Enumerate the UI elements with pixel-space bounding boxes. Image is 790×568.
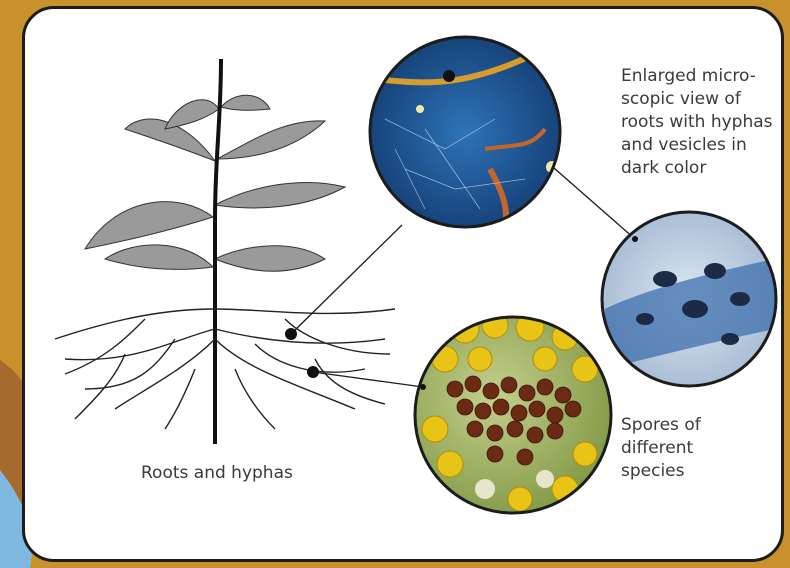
leaf xyxy=(221,95,270,110)
connector-line xyxy=(313,372,423,387)
root-network xyxy=(55,309,395,429)
plant-illustration xyxy=(55,59,395,444)
diagram-panel: Enlarged micro- scopic view of roots wit… xyxy=(22,6,784,562)
leaf xyxy=(165,100,219,129)
micrograph-hyphae xyxy=(370,37,560,227)
leaf xyxy=(215,246,325,271)
connector-dot xyxy=(285,328,297,340)
leaf xyxy=(215,183,345,208)
leaf xyxy=(85,202,213,249)
connector-dot xyxy=(307,366,319,378)
leaf xyxy=(105,245,213,270)
micrograph-spores xyxy=(415,312,611,513)
micrograph-vesicles xyxy=(602,212,776,386)
connector-line xyxy=(291,225,402,334)
label-spores: Spores of different species xyxy=(621,414,741,483)
label-enlarged-view: Enlarged micro- scopic view of roots wit… xyxy=(621,65,781,180)
label-roots: Roots and hyphas xyxy=(141,462,341,485)
leaf xyxy=(217,121,325,159)
plant-stem xyxy=(215,59,221,444)
